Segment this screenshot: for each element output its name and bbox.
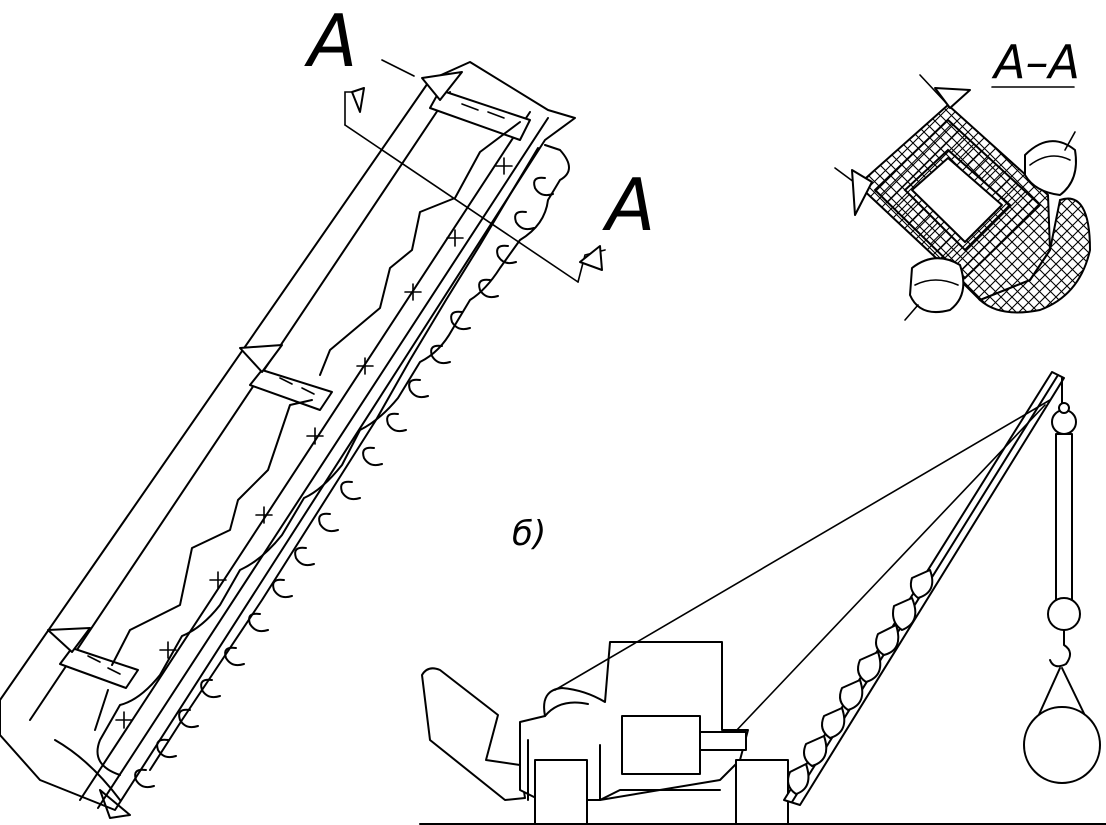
feeder-flights — [94, 121, 521, 731]
frame-inner-edge — [29, 91, 451, 721]
winch-drum — [699, 731, 747, 751]
chain-bottom-end — [99, 789, 131, 819]
frame-brackets — [47, 71, 463, 653]
figure-letter: б) — [512, 514, 546, 554]
inner-box — [911, 157, 1003, 243]
crescent-part — [978, 197, 1092, 314]
scraper-buckets — [134, 176, 554, 789]
section-mark-right: A — [602, 163, 655, 247]
pipelayer-machine: б) — [419, 371, 1106, 825]
tick-bottom — [904, 304, 919, 321]
arrow-top — [934, 87, 971, 109]
conveyor-frame — [0, 61, 576, 811]
wheel-left — [534, 759, 588, 825]
lobe-lower-left — [909, 257, 965, 314]
arrow-left — [851, 169, 873, 216]
boom-rollers — [787, 569, 934, 795]
belt-line-bottom — [97, 117, 549, 809]
cross-beams — [59, 89, 531, 689]
section-title: A–A — [991, 35, 1080, 89]
cable-upper — [554, 399, 1051, 691]
hook-block — [1047, 597, 1081, 631]
section-cut-line — [344, 59, 606, 283]
pipe-load — [1023, 706, 1101, 784]
frame-lower-curve — [54, 739, 121, 801]
hoist-rope-bundle — [1055, 433, 1073, 603]
scraper-chain-inner — [149, 147, 539, 771]
section-a-a: A–A — [834, 35, 1092, 321]
cab-struts — [527, 739, 721, 801]
section-mark-top: A — [304, 0, 357, 83]
frame-hatched — [873, 118, 1042, 280]
belt-line-top — [79, 111, 531, 801]
wheel-right — [735, 759, 789, 825]
engine-block — [621, 715, 701, 775]
cable-lower — [734, 404, 1046, 733]
counterweight-arm — [421, 667, 526, 801]
scraper-chain-outer — [96, 144, 570, 776]
tick-right — [1064, 131, 1076, 151]
lobe-upper-right — [1024, 140, 1077, 196]
inclined-conveyor-view: A A — [0, 0, 655, 819]
hook — [1049, 629, 1071, 668]
engine-hood — [544, 701, 589, 717]
